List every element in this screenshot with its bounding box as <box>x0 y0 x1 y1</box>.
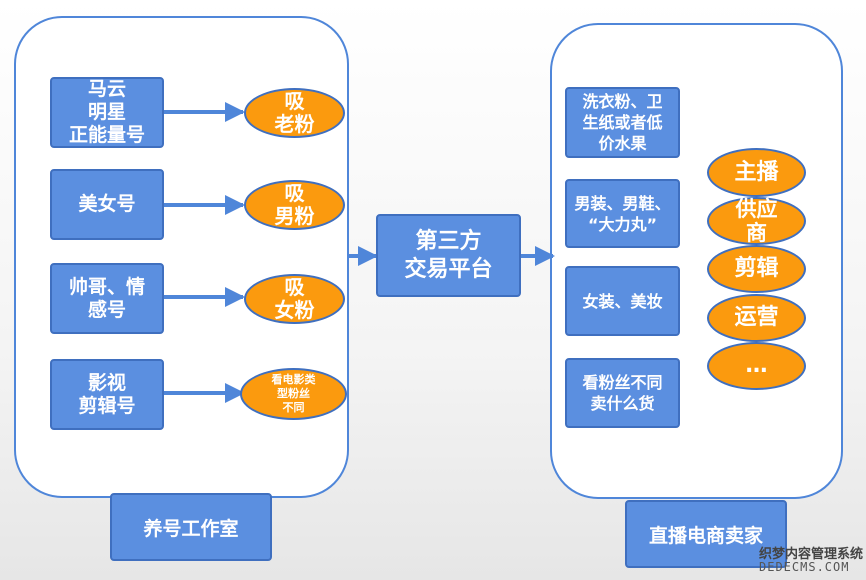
watermark-domain: DEDECMS.COM <box>759 560 850 574</box>
goods-box-by-fans: 看粉丝不同 卖什么货 <box>565 358 680 428</box>
goods-box-daily: 洗衣粉、卫 生纸或者低 价水果 <box>565 87 680 158</box>
fan-oval-movie: 看电影类 型粉丝 不同 <box>240 368 347 420</box>
fan-oval-old: 吸 老粉 <box>244 88 345 138</box>
fan-oval-male: 吸 男粉 <box>244 180 345 230</box>
goods-box-menswear: 男装、男鞋、 “大力丸” <box>565 179 680 248</box>
platform-box: 第三方 交易平台 <box>376 214 521 297</box>
fan-oval-female: 吸 女粉 <box>244 274 345 324</box>
role-oval-editing: 剪辑 <box>707 245 806 293</box>
source-box-beauty: 美女号 <box>50 169 164 240</box>
source-box-film-edit: 影视 剪辑号 <box>50 359 164 430</box>
source-box-celebrity: 马云 明星 正能量号 <box>50 77 164 148</box>
role-oval-operation: 运营 <box>707 294 806 342</box>
goods-box-womenswear: 女装、美妆 <box>565 266 680 336</box>
role-oval-supplier: 供应 商 <box>707 197 806 245</box>
left-panel-caption: 养号工作室 <box>110 493 272 561</box>
watermark-title: 织梦内容管理系统 <box>759 547 864 562</box>
source-box-handsome: 帅哥、情 感号 <box>50 263 164 334</box>
role-oval-more: … <box>707 342 806 390</box>
role-oval-anchor: 主播 <box>707 148 806 197</box>
right-panel-caption: 直播电商卖家 <box>625 500 787 568</box>
